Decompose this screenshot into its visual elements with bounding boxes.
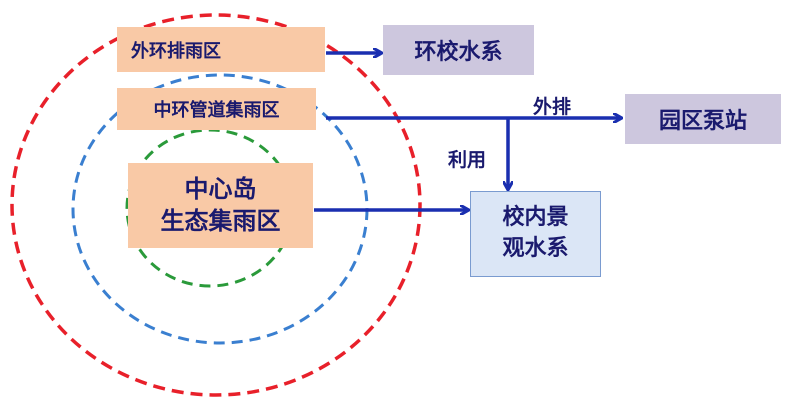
pump-station-label: 园区泵站 xyxy=(658,109,747,134)
middle-zone-box: 中环管道集雨区 xyxy=(117,88,316,130)
pump-station-box: 园区泵站 xyxy=(625,94,781,144)
reuse-label: 利用 xyxy=(448,149,487,171)
middle-zone-label: 中环管道集雨区 xyxy=(153,100,280,121)
outer-zone-label: 外环排雨区 xyxy=(131,40,221,62)
campus-water-label: 环校水系 xyxy=(414,40,503,65)
center-zone-box: 中心岛 生态集雨区 xyxy=(128,163,313,248)
landscape-water-label-line2: 观水系 xyxy=(502,236,569,261)
discharge-label: 外排 xyxy=(533,96,572,118)
center-zone-label-line1: 中心岛 xyxy=(184,175,257,204)
campus-water-box: 环校水系 xyxy=(383,25,534,75)
landscape-water-label-line1: 校内景 xyxy=(502,205,569,231)
outer-zone-box: 外环排雨区 xyxy=(117,27,325,72)
outer-ring xyxy=(10,13,422,397)
landscape-water-box: 校内景 观水系 xyxy=(470,191,601,277)
center-zone-label-line2: 生态集雨区 xyxy=(160,206,281,235)
